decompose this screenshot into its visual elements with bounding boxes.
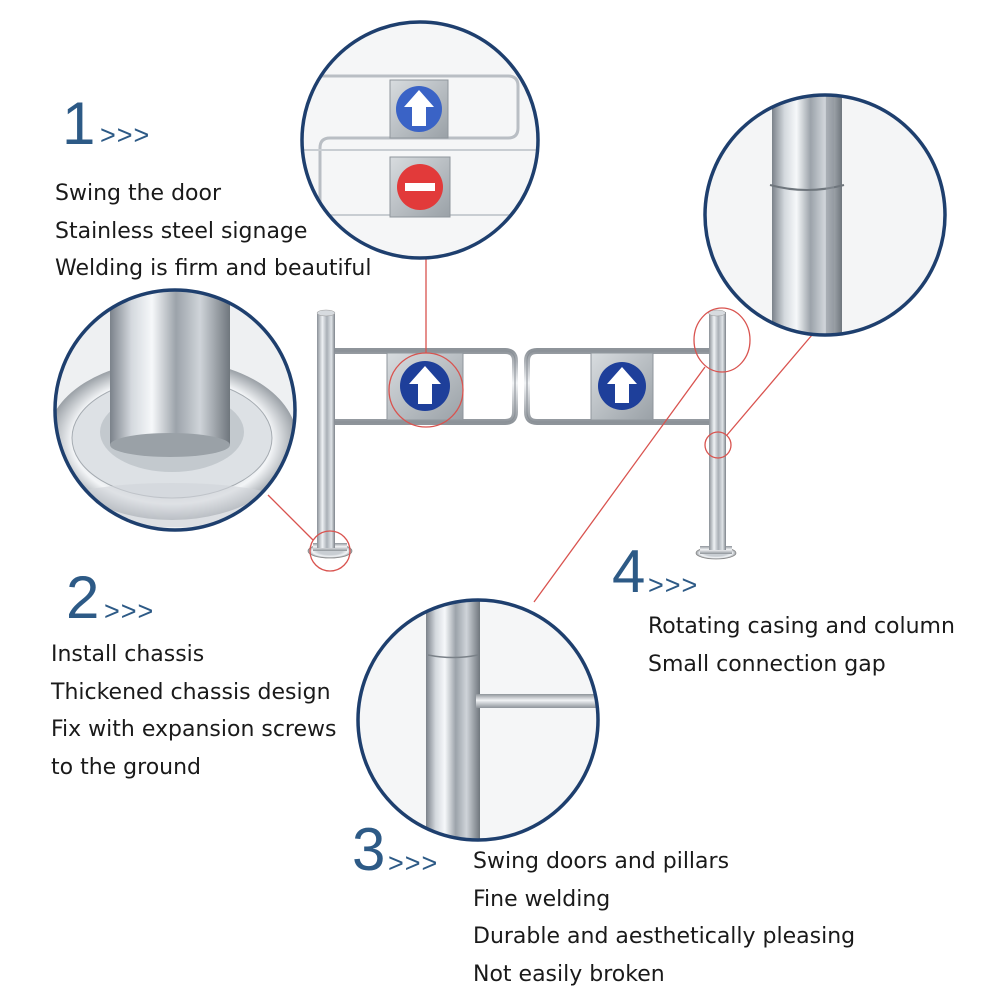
feature-4-line: Rotating casing and column <box>648 614 955 639</box>
feature-1-line: Stainless steel signage <box>55 218 308 244</box>
feature-3-line: Not easily broken <box>473 961 665 987</box>
callout-markers <box>267 258 813 603</box>
no-entry-sign-icon <box>397 164 443 210</box>
feature-4-text: Rotating casing and column Small connect… <box>648 608 955 683</box>
feature-1-number: 1 <box>62 90 96 157</box>
up-arrow-sign-icon <box>400 361 450 411</box>
detail-circle-chassis <box>53 288 297 532</box>
feature-2-chevrons: >>> <box>104 596 155 626</box>
feature-2-text: Install chassis Thickened chassis design… <box>51 636 336 786</box>
feature-4-line: Small connection gap <box>648 651 886 677</box>
feature-3-chevrons: >>> <box>388 848 439 878</box>
up-arrow-sign-icon <box>598 362 646 410</box>
feature-4-number: 4 <box>612 538 646 605</box>
feature-3-line: Fine welding <box>473 886 611 912</box>
feature-3-line: Durable and aesthetically pleasing <box>473 924 856 949</box>
detail-circle-signage <box>300 20 540 260</box>
feature-1-line: Swing the door <box>55 181 221 206</box>
detail-circle-casing <box>703 93 947 337</box>
swing-gate <box>307 309 737 560</box>
feature-4-chevrons: >>> <box>648 570 699 600</box>
feature-2-line: Thickened chassis design <box>51 679 331 705</box>
feature-3-text: Swing doors and pillars Fine welding Dur… <box>473 843 855 993</box>
feature-1-line: Welding is firm and beautiful <box>55 256 372 281</box>
detail-circle-welding <box>356 598 600 842</box>
feature-2-line: Fix with expansion screws <box>51 717 337 742</box>
feature-1-text: Swing the door Stainless steel signage W… <box>55 175 371 288</box>
feature-2-line: to the ground <box>51 754 202 780</box>
feature-1-chevrons: >>> <box>100 120 151 150</box>
feature-2-line: Install chassis <box>51 642 205 667</box>
feature-3-number: 3 <box>352 816 386 883</box>
up-arrow-sign-icon <box>396 86 442 132</box>
feature-3-line: Swing doors and pillars <box>473 849 730 874</box>
feature-2-number: 2 <box>66 564 100 631</box>
